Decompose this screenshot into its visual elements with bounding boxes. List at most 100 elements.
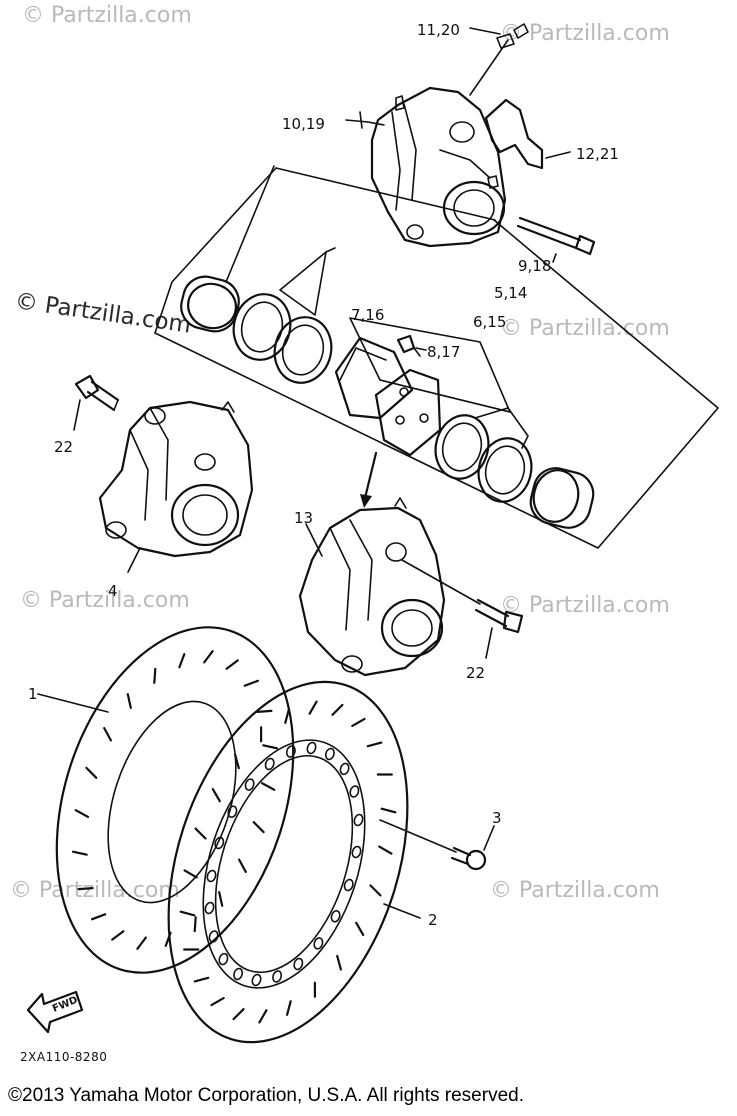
disc-vent-slot bbox=[74, 809, 90, 819]
disc-drilled-hole bbox=[204, 901, 215, 915]
disc-vent-slot bbox=[71, 850, 88, 856]
disc-vent-slot bbox=[331, 703, 344, 716]
disc-drilled-hole bbox=[293, 957, 304, 971]
callout-10-19: 10,19 bbox=[282, 115, 325, 133]
disc-vent-slot bbox=[260, 781, 276, 791]
leader-disc-1 bbox=[37, 693, 109, 713]
piston-set-right bbox=[434, 407, 595, 529]
leader-9-18 bbox=[552, 253, 557, 263]
leader-8-17 bbox=[415, 347, 427, 351]
disc-drilled-hole bbox=[285, 745, 296, 758]
callout-7-16: 7,16 bbox=[351, 306, 384, 324]
callout-6-15: 6,15 bbox=[473, 313, 506, 331]
disc-drilled-hole bbox=[349, 785, 360, 798]
disc-drilled-hole bbox=[264, 757, 275, 771]
disc-vent-slot bbox=[366, 741, 383, 748]
disc-vent-slot bbox=[243, 679, 259, 687]
disc-drilled-hole bbox=[351, 845, 362, 859]
disc-vent-slot bbox=[193, 916, 197, 933]
disc-drilled-hole bbox=[208, 930, 219, 943]
disc-vent-slot bbox=[234, 753, 240, 770]
disc-vent-slot bbox=[178, 652, 186, 669]
brake-disc-rear bbox=[55, 626, 295, 974]
diagram-code: 2XA110-8280 bbox=[20, 1050, 107, 1064]
disc-vent-slot bbox=[286, 1000, 292, 1016]
disc-vent-slot bbox=[85, 766, 98, 779]
disc-drilled-hole bbox=[324, 747, 335, 761]
callout-8-17: 8,17 bbox=[427, 343, 460, 361]
disc-vent-slot bbox=[211, 787, 221, 803]
exploded-frame bbox=[154, 167, 719, 549]
disc-drilled-hole bbox=[227, 805, 238, 818]
disc-drilled-hole bbox=[330, 910, 341, 923]
caliper-bolt-right bbox=[401, 559, 524, 659]
disc-drilled-hole bbox=[214, 836, 225, 850]
disc-vent-slot bbox=[183, 869, 198, 879]
caliper-right bbox=[298, 497, 446, 677]
disc-vent-slot bbox=[232, 1008, 245, 1021]
brake-pads bbox=[334, 317, 511, 457]
disc-vent-slot bbox=[111, 930, 125, 941]
disc-drilled-hole bbox=[339, 762, 350, 776]
disc-vent-slot bbox=[103, 726, 113, 742]
brake-disc-front bbox=[167, 680, 409, 1044]
disc-vent-slot bbox=[153, 667, 157, 684]
pad-clip bbox=[396, 334, 421, 357]
disc-drilled-hole bbox=[218, 952, 229, 966]
caliper-left bbox=[98, 400, 254, 558]
leader-11-20 bbox=[469, 27, 501, 35]
callout-13: 13 bbox=[294, 509, 313, 527]
watermark: © Partzilla.com bbox=[10, 878, 180, 903]
watermark: © Partzilla.com bbox=[500, 316, 670, 341]
disc-drilled-hole bbox=[206, 869, 217, 883]
callout-3: 3 bbox=[492, 809, 502, 827]
disc-vent-slot bbox=[336, 954, 342, 971]
disc-vent-slot bbox=[369, 884, 382, 897]
watermark-prominent: © Partzilla.com bbox=[13, 288, 192, 338]
pad-spring-clip bbox=[484, 98, 544, 170]
caliper-pin bbox=[345, 111, 385, 129]
disc-drilled-hole bbox=[244, 778, 255, 791]
disc-vent-slot bbox=[90, 913, 107, 921]
disc-drilled-hole bbox=[306, 741, 317, 755]
disc-vent-slot bbox=[194, 827, 207, 840]
watermark: © Partzilla.com bbox=[20, 588, 190, 613]
disc-vent-slot bbox=[225, 659, 239, 670]
callout-11-20: 11,20 bbox=[417, 21, 460, 39]
disc-drilled-hole bbox=[343, 878, 354, 892]
piston-set-left bbox=[180, 165, 336, 384]
watermark: © Partzilla.com bbox=[490, 878, 660, 903]
watermark: © Partzilla.com bbox=[500, 593, 670, 618]
leader-12-21 bbox=[545, 151, 571, 159]
disc-vent-slot bbox=[256, 709, 273, 714]
disc-vent-slot bbox=[210, 996, 225, 1007]
disc-vent-slot bbox=[355, 921, 365, 937]
copyright-notice: ©2013 Yamaha Motor Corporation, U.S.A. A… bbox=[8, 1085, 524, 1106]
disc-drilled-hole bbox=[233, 967, 244, 981]
fwd-arrow-icon: FWD bbox=[26, 990, 84, 1034]
disc-vent-slot bbox=[126, 693, 132, 710]
disc-vent-slot bbox=[203, 650, 214, 664]
disc-vent-slot bbox=[380, 807, 397, 814]
callout-22: 22 bbox=[54, 438, 73, 456]
disc-vent-slot bbox=[252, 821, 265, 834]
disc-drilled-hole bbox=[251, 973, 262, 987]
pad-pin-bolt bbox=[516, 216, 596, 256]
disc-vent-slot bbox=[258, 1009, 268, 1024]
disc-vent-slot bbox=[308, 700, 318, 715]
disc-vent-slot bbox=[193, 976, 210, 983]
disc-drilled-hole bbox=[313, 937, 324, 950]
leader-caliper-13 bbox=[305, 523, 323, 557]
callout-9-18: 9,18 bbox=[518, 257, 551, 275]
assembly-arrow bbox=[360, 451, 378, 508]
upper-caliper bbox=[370, 86, 507, 248]
disc-vent-slot bbox=[238, 858, 247, 874]
callout-5-14: 5,14 bbox=[494, 284, 527, 302]
callout-22: 22 bbox=[466, 664, 485, 682]
disc-vent-slot bbox=[378, 845, 393, 855]
disc-vent-slot bbox=[218, 890, 224, 907]
callout-4: 4 bbox=[108, 582, 118, 600]
leader-disc-2 bbox=[383, 903, 421, 919]
leader-caliper-4 bbox=[127, 547, 141, 573]
